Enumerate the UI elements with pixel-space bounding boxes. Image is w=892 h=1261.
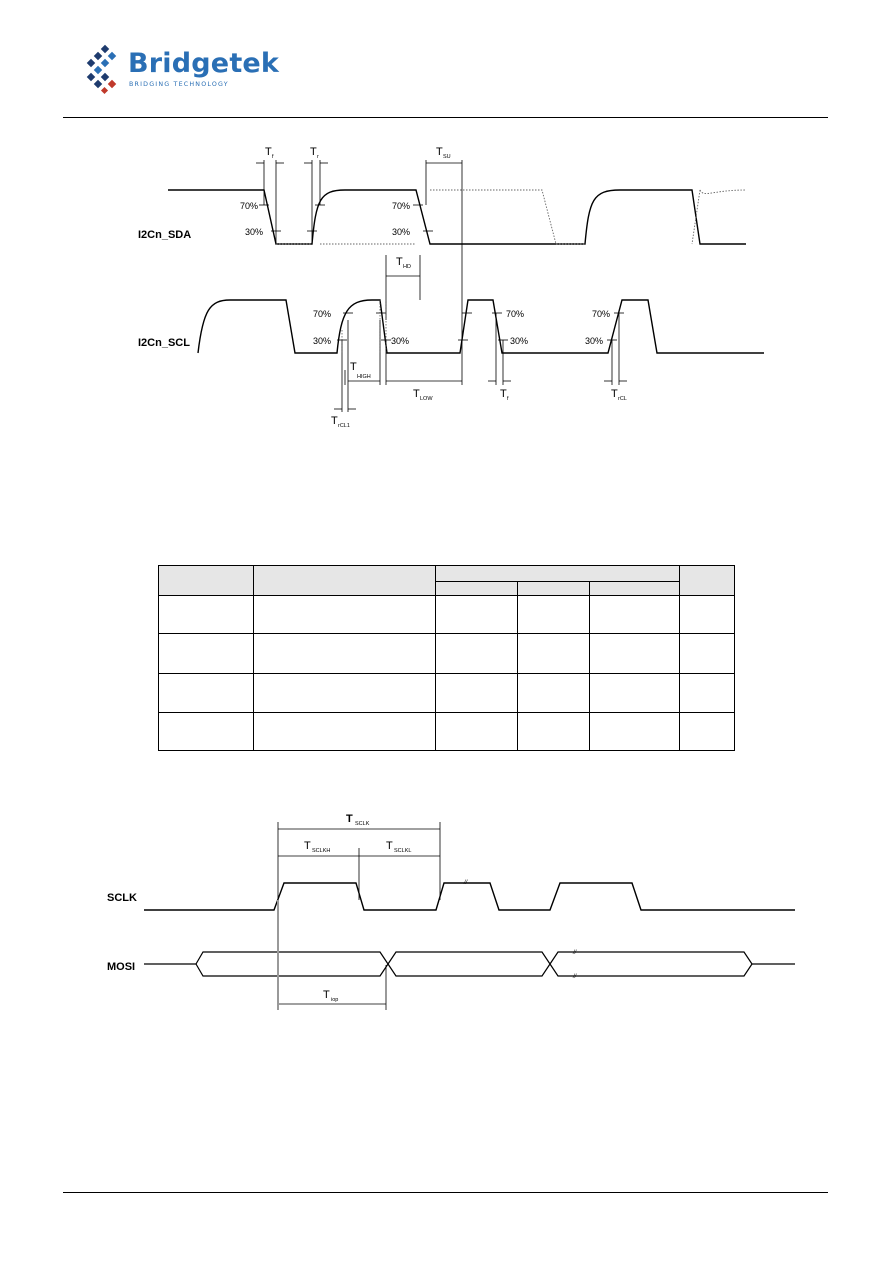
table-cell: [253, 672, 436, 713]
t-label: T: [346, 813, 353, 825]
pct30-label: 30%: [245, 227, 263, 237]
t-label: T: [350, 361, 357, 373]
break-mark: //: [572, 974, 578, 980]
table-row: [158, 595, 736, 635]
sda-alt-waveform: [276, 189, 747, 245]
sclk-waveform: [144, 882, 795, 911]
table-cell: [253, 711, 436, 752]
t-sub: LOW: [420, 396, 433, 402]
table-cell: [158, 633, 254, 674]
header-cell: [435, 581, 518, 597]
spi-timing-diagram: SCLK MOSI T T T T SCLK SCLKH SCLKL iop /…: [107, 813, 795, 1010]
header-cell: [253, 564, 436, 597]
i2c-labels: I2Cn_SDA I2Cn_SCL 70% 30% 70% 30% 70% 30…: [138, 146, 627, 429]
table-cell: [588, 672, 681, 713]
measure-lines: [256, 160, 627, 412]
table-cell: [435, 633, 518, 674]
t-label: T: [310, 146, 317, 158]
t-sub: f: [272, 154, 274, 160]
logo-tagline: BRIDGING TECHNOLOGY: [129, 81, 229, 88]
header-cell: [517, 581, 590, 597]
table-cell: [517, 595, 590, 635]
mosi-label: MOSI: [107, 961, 135, 973]
break-mark: //: [463, 880, 469, 886]
guide-dotted: [341, 300, 387, 353]
t-label: T: [611, 388, 618, 400]
t-label: T: [386, 840, 393, 852]
bridgetek-logo: Bridgetek BRIDGING TECHNOLOGY: [86, 44, 279, 96]
t-label: T: [500, 388, 507, 400]
sclk-label: SCLK: [107, 892, 137, 904]
pct30-label: 30%: [392, 227, 410, 237]
pct30-label: 30%: [313, 336, 331, 346]
table-cell: [158, 672, 254, 713]
table-cell: [158, 711, 254, 752]
t-label: T: [331, 415, 338, 427]
mosi-waveform: [144, 951, 795, 977]
t-sub: rCL: [618, 396, 627, 402]
table-cell: [435, 595, 518, 635]
table-cell: [158, 595, 254, 635]
footer-rule: [63, 1192, 828, 1193]
header-cell: [679, 564, 736, 597]
pct70-label: 70%: [392, 201, 410, 211]
header-cell: [158, 564, 254, 597]
i2c-timing-diagram: I2Cn_SDA I2Cn_SCL 70% 30% 70% 30% 70% 30…: [138, 146, 764, 429]
table-cell: [253, 595, 436, 635]
t-sub: r: [317, 154, 319, 160]
timing-table: [158, 564, 736, 752]
pct30-label: 30%: [510, 336, 528, 346]
table-cell: [679, 595, 736, 635]
pct30-label: 30%: [585, 336, 603, 346]
t-label: T: [396, 256, 403, 268]
pct70-label: 70%: [313, 309, 331, 319]
t-label: T: [304, 840, 311, 852]
table-cell: [679, 633, 736, 674]
t-sub: HIGH: [357, 374, 371, 380]
logo-wordmark: Bridgetek: [128, 48, 280, 79]
t-sub: HD: [403, 264, 411, 270]
header-cell: [588, 581, 681, 597]
pct30-label: 30%: [391, 336, 409, 346]
spi-measure-lines: [277, 822, 441, 1010]
t-label: T: [323, 989, 330, 1001]
header-cell: [434, 564, 681, 583]
table-cell: [679, 711, 736, 752]
table-cell: [435, 672, 518, 713]
t-sub: f: [507, 396, 509, 402]
pct70-label: 70%: [592, 309, 610, 319]
pct70-label: 70%: [240, 201, 258, 211]
table-row: [158, 711, 736, 752]
pct70-label: 70%: [506, 309, 524, 319]
scl-waveform: [197, 299, 764, 354]
t-sub: SU: [443, 154, 451, 160]
t-label: T: [265, 146, 272, 158]
table-row: [158, 672, 736, 713]
table-cell: [253, 633, 436, 674]
table-cell: [588, 595, 681, 635]
break-mark: //: [572, 950, 578, 956]
table-cell: [517, 711, 590, 752]
t-sub: SCLKL: [394, 848, 411, 854]
table-cell: [517, 633, 590, 674]
t-sub: SCLKH: [312, 848, 330, 854]
table-row: [158, 633, 736, 674]
table-cell: [679, 672, 736, 713]
table-cell: [588, 633, 681, 674]
sda-waveform: [168, 189, 746, 245]
scl-label: I2Cn_SCL: [138, 337, 190, 349]
table-cell: [435, 711, 518, 752]
sda-label: I2Cn_SDA: [138, 229, 191, 241]
t-sub: rCL1: [338, 423, 350, 429]
t-label: T: [436, 146, 443, 158]
table-cell: [517, 672, 590, 713]
header-rule: [63, 117, 828, 118]
t-sub: iop: [331, 997, 338, 1003]
t-label: T: [413, 388, 420, 400]
table-cell: [588, 711, 681, 752]
table-header-row: [158, 564, 736, 597]
t-sub: SCLK: [355, 821, 370, 827]
spi-labels: SCLK MOSI T T T T SCLK SCLKH SCLKL iop /…: [107, 813, 578, 1003]
logo-diamond-icon: [86, 44, 117, 95]
